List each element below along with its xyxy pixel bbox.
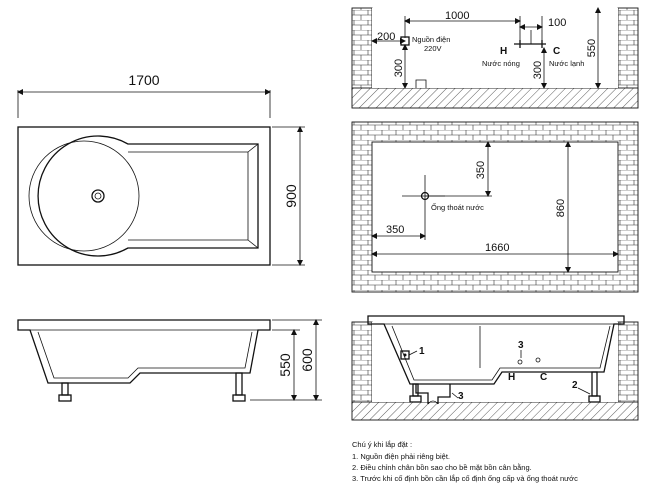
hot-letter: H (500, 46, 507, 57)
tub-legs-side (58, 372, 246, 402)
dim-300-right: 300 (532, 61, 544, 79)
hot-outlet-icon (517, 359, 523, 365)
tub-outline-side (17, 319, 271, 384)
callout-2: 2 (572, 380, 578, 391)
dim-inner-height: 550 (277, 353, 293, 377)
notes-heading: Chú ý khi lắp đặt : (352, 440, 412, 449)
tub-basin-top (37, 135, 259, 257)
note-item-1: 1. Nguồn điện phải riêng biệt. (352, 452, 450, 461)
power-label-2: 220V (424, 44, 442, 53)
tub-section (367, 315, 625, 385)
dim-length: 1700 (128, 72, 159, 88)
rear-wall-view: 1000 100 200 Nguồn điện 220V 300 H C Nướ… (351, 6, 639, 109)
hot-water-label: Nước nóng (482, 59, 520, 68)
drain-hole-top (91, 189, 105, 203)
hot-cold-valves-icon (514, 30, 546, 48)
tub-legs-section (409, 371, 601, 403)
side-view: 550 600 (17, 319, 322, 402)
dim-550: 550 (586, 39, 598, 57)
section-cold-letter: C (540, 372, 547, 383)
drain-label: Ống thoát nước (431, 202, 484, 212)
cold-outlet-icon (535, 357, 541, 363)
dim-100: 100 (548, 17, 566, 29)
note-item-3: 3. Trước khi cố định bồn cần lắp cố định… (352, 474, 578, 483)
dim-350-vertical: 350 (475, 161, 487, 179)
dim-outer-height: 600 (299, 348, 315, 372)
tub-outline-top (17, 126, 271, 266)
floor-plan-view: 350 Ống thoát nước 350 860 1660 (351, 121, 639, 293)
drain-trap-icon (415, 384, 429, 404)
drain-pipe-icon (420, 191, 430, 201)
note-item-2: 2. Điều chỉnh chân bồn sao cho bề mặt bồ… (352, 463, 532, 472)
callout-3-bottom: 3 (458, 391, 464, 402)
dim-860: 860 (555, 199, 567, 217)
power-label-1: Nguồn điện (412, 35, 450, 44)
top-view: 1700 900 (17, 72, 305, 266)
cold-letter: C (553, 46, 560, 57)
callout-1: 1 (419, 346, 425, 357)
dim-200: 200 (377, 31, 395, 43)
dim-1660: 1660 (485, 242, 509, 254)
dim-350-horizontal: 350 (386, 224, 404, 236)
cold-water-label: Nước lạnh (549, 59, 584, 68)
installation-notes: Chú ý khi lắp đặt : 1. Nguồn điện phải r… (352, 440, 578, 483)
install-section-view: 1 3 H C 3 2 (351, 315, 639, 421)
callout-3-top: 3 (518, 340, 524, 351)
dim-1000: 1000 (445, 10, 469, 22)
dim-300-left: 300 (393, 59, 405, 77)
dim-width: 900 (283, 184, 299, 208)
section-hot-letter: H (508, 372, 515, 383)
